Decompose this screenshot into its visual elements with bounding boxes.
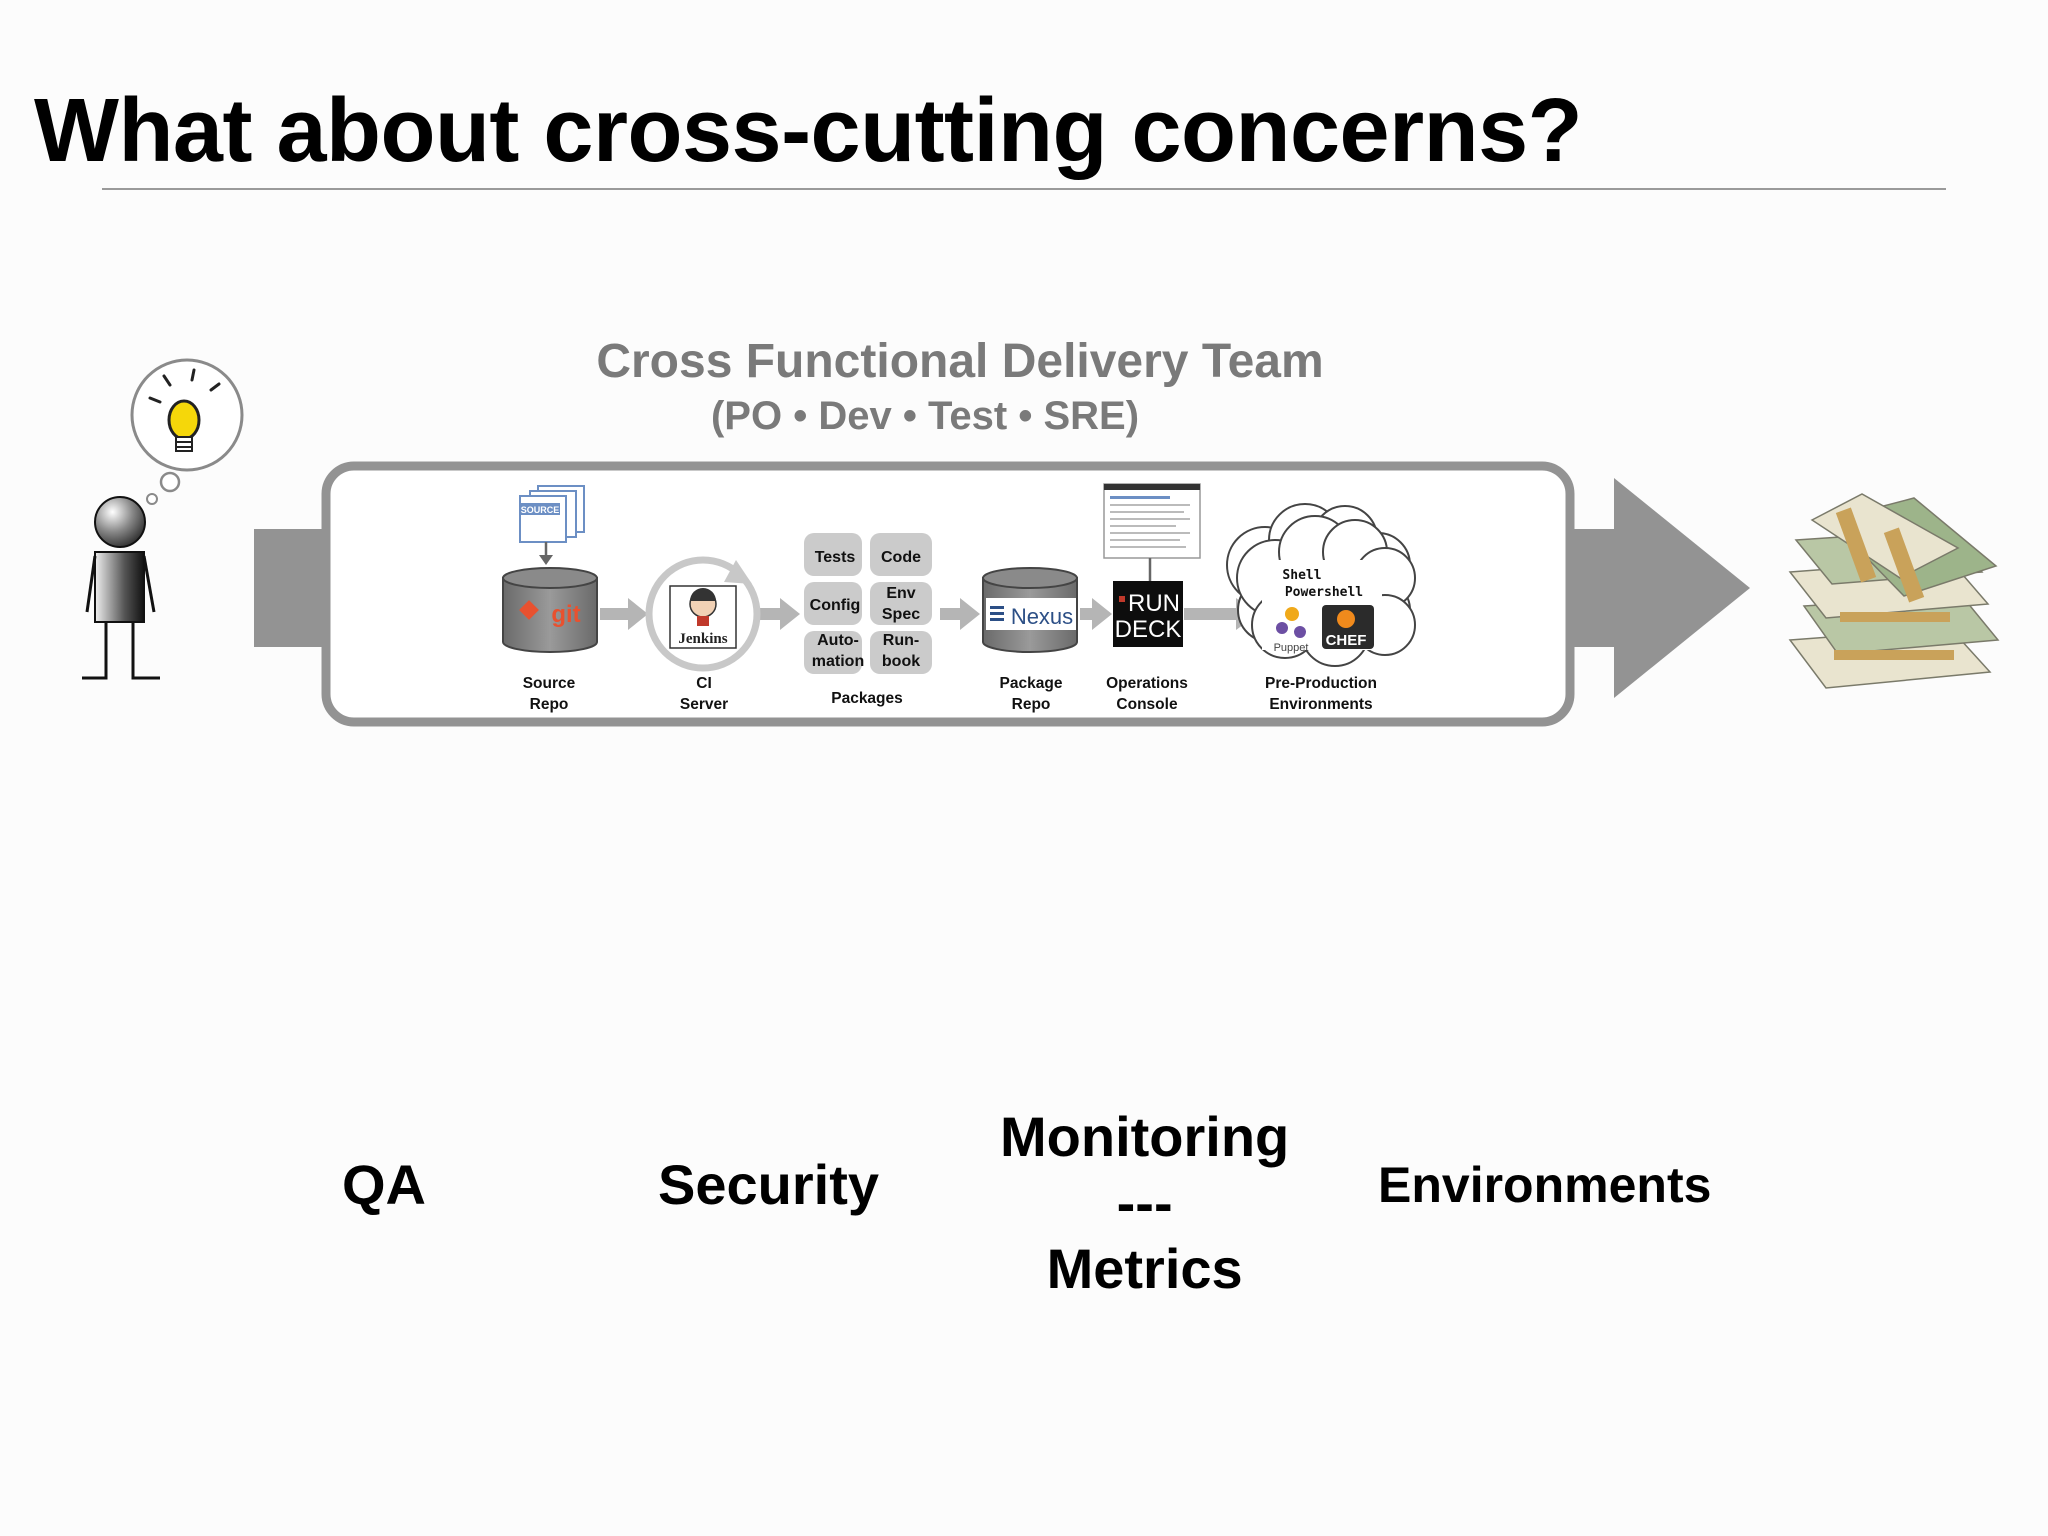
package-run-label-1: Run- [883, 632, 919, 649]
stage-packages-label: Packages [831, 690, 903, 707]
package-code [870, 533, 932, 576]
package-automation [804, 631, 862, 674]
package-config-label: Config [810, 597, 861, 614]
package-runbook [870, 631, 932, 674]
stage-source-repo-label-1: Source [523, 675, 576, 692]
package-code-label: Code [881, 549, 921, 566]
concern-qa: QA [342, 1153, 426, 1216]
package-env-label-2: Spec [882, 606, 920, 623]
nexus-repo-icon: Nexus [982, 567, 1078, 653]
concern-monitoring-metrics: Monitoring --- Metrics [1000, 1104, 1289, 1302]
source-documents-icon: SOURCE [519, 485, 585, 565]
concern-metrics-label: Metrics [1046, 1237, 1243, 1300]
cloud-powershell-label: Powershell [1285, 585, 1363, 600]
stage-preprod-label-2: Environments [1269, 696, 1372, 713]
rundeck-label-2: DECK [1115, 616, 1182, 643]
packages-grid: Tests Code Config Env Spec Auto- mation … [804, 533, 932, 674]
stage-ops-console-label-2: Console [1116, 696, 1178, 713]
cloud-shell-label: Shell [1282, 568, 1321, 583]
stage-ci-server-label-2: Server [680, 696, 728, 713]
source-doc-label: SOURCE [521, 505, 560, 515]
stage-source-repo-label-2: Repo [530, 696, 569, 713]
stage-preprod-label-1: Pre-Production [1265, 675, 1377, 692]
package-run-label-2: book [882, 653, 920, 670]
stage-package-repo-label-1: Package [1000, 675, 1063, 692]
package-env-spec [870, 582, 932, 625]
package-tests [804, 533, 862, 576]
stage-ops-console-label-1: Operations [1106, 675, 1188, 692]
package-config [804, 582, 862, 625]
package-auto-label-1: Auto- [817, 632, 859, 649]
package-auto-label-2: mation [812, 653, 864, 670]
slide-title: What about cross-cutting concerns? [34, 81, 1583, 181]
team-title: Cross Functional Delivery Team [596, 335, 1324, 388]
nexus-label: Nexus [1011, 604, 1073, 629]
team-subtitle: (PO • Dev • Test • SRE) [710, 394, 1140, 438]
person-with-idea-icon [82, 358, 244, 680]
concern-separator: --- [1116, 1171, 1173, 1234]
puppet-label: Puppet [1274, 642, 1309, 654]
money-stack-icon [1788, 493, 2000, 689]
stage-ci-server-label-1: CI [696, 675, 712, 692]
chef-icon: CHEF [1322, 605, 1374, 649]
concern-monitoring-label: Monitoring [1000, 1105, 1290, 1168]
git-label: git [551, 601, 580, 628]
rundeck-console-icon: RUN DECK [1103, 483, 1201, 647]
package-tests-label: Tests [815, 549, 856, 566]
concern-environments: Environments [1378, 1157, 1712, 1213]
puppet-icon: Puppet [1274, 607, 1309, 654]
chef-label: CHEF [1326, 632, 1367, 649]
title-divider [102, 188, 1946, 190]
rundeck-label-1: RUN [1128, 590, 1180, 617]
package-env-label-1: Env [886, 585, 915, 602]
stage-package-repo-label-2: Repo [1012, 696, 1051, 713]
git-repo-icon: git [502, 567, 598, 653]
concern-security: Security [658, 1153, 879, 1216]
stage-arrows [600, 598, 1258, 630]
jenkins-ci-icon: Jenkins [645, 556, 761, 672]
jenkins-label: Jenkins [678, 631, 727, 647]
